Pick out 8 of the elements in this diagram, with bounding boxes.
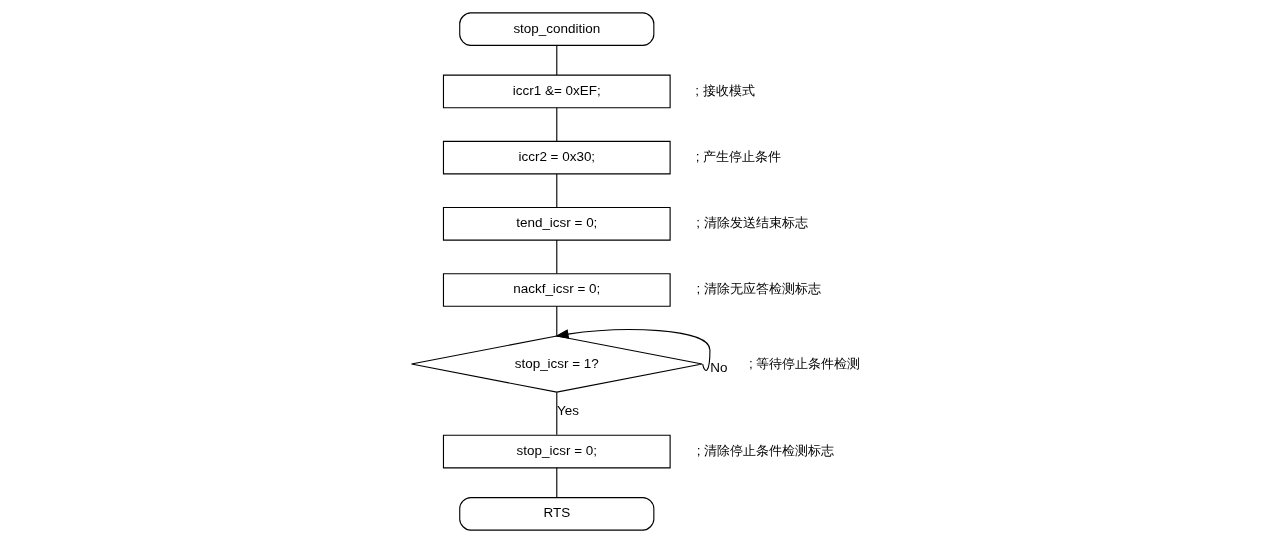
- node-label: ; 清除发送结束标志: [696, 215, 808, 231]
- node-label: ; 产生停止条件: [695, 149, 782, 165]
- node-label: ; 清除无应答检测标志: [696, 281, 821, 297]
- node-label: ; 接收模式: [695, 82, 755, 98]
- node-label: ; 等待停止条件检测: [749, 355, 861, 371]
- edge-label: Yes: [557, 403, 579, 419]
- edge-label: No: [710, 360, 728, 376]
- node-label: ; 清除停止条件检测标志: [696, 443, 835, 459]
